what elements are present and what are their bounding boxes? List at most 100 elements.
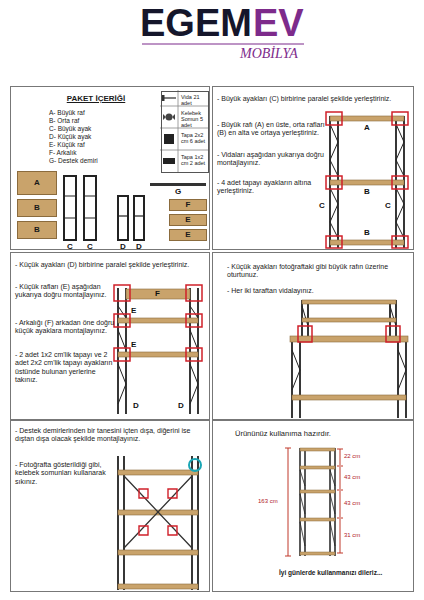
leg-rungs (64, 196, 76, 218)
part-letter: F (170, 200, 206, 210)
wing-nut-icon (166, 114, 173, 121)
part-board: E (169, 214, 207, 226)
part-letter: D (120, 243, 126, 251)
instruction-panel: - Büyük ayakları (C) birbirine paralel ş… (212, 86, 414, 250)
dimension-label: 43 cm (344, 474, 360, 480)
instruction-text: - Büyük rafı (A) en üste, orta rafları (… (217, 121, 327, 138)
shelf-board (300, 490, 335, 493)
leg-frame (118, 196, 128, 240)
section-heading: PAKET İÇERİĞİ (41, 94, 151, 104)
shelf-board (330, 180, 404, 185)
part-letter: B (18, 200, 56, 216)
parts-list-item: A- Büyük raf (49, 109, 161, 117)
leg-rungs (84, 196, 96, 218)
part-board: E (169, 229, 207, 241)
part-board: A (17, 171, 57, 195)
hardware-label: Kelebek Somun 5 adet (181, 110, 209, 128)
part-letter: D (136, 243, 142, 251)
instruction-text: - Destek demirlerinden bir tanesini içte… (15, 427, 207, 444)
leg-frame (84, 176, 96, 240)
shelf-board (330, 240, 404, 245)
parts-list-item: B- Orta raf (49, 117, 161, 125)
shelf-board (118, 470, 198, 475)
highlight-circle (189, 459, 201, 471)
highlight-box (114, 285, 202, 361)
part-letter: C (67, 243, 73, 251)
instruction-text: - Küçük ayakları fotoğraftaki gibi büyük… (227, 263, 407, 280)
part-letter: A (364, 124, 370, 132)
parts-list-item: F- Arkalık (49, 149, 161, 157)
shelf-board (330, 116, 404, 121)
table-grid (160, 90, 208, 172)
support-bar (150, 183, 206, 186)
instruction-panel: Ürününüz kullanıma hazırdır. İyi günlerde… (212, 420, 414, 592)
part-letter: B (364, 188, 370, 196)
part-letter: E (170, 230, 206, 240)
instruction-panel: - Küçük ayakları fotoğraftaki gibi büyük… (212, 252, 414, 420)
part-board: F (169, 199, 207, 211)
instruction-text: - Büyük ayakları (C) birbirine paralel ş… (217, 95, 409, 103)
hardware-label: Vida 21 adet (181, 94, 209, 106)
ready-text: Ürününüz kullanıma hazırdır. (235, 429, 405, 438)
hardware-label: Tapa 1x2 cm 2 adet (181, 154, 209, 166)
shelf-board (118, 550, 198, 555)
parts-list-item: E- Küçük raf (49, 141, 161, 149)
shelf-board (300, 552, 335, 555)
instruction-text: - Arkalığı (F) arkadan öne doğru küçük a… (15, 319, 115, 336)
highlight-box (298, 326, 400, 342)
shelf-board (118, 584, 198, 589)
shelf-board (300, 448, 335, 451)
dimension-label: 163 cm (258, 498, 278, 504)
shelf-board (290, 336, 408, 342)
instruction-text: - Her iki taraftan vidalayınız. (227, 287, 407, 295)
part-letter: B (364, 229, 370, 237)
logo-text: EV (253, 4, 304, 42)
screw-head (162, 95, 165, 101)
plug-icon (164, 134, 174, 144)
instruction-text: - 2 adet 1x2 cm'lik tapayı ve 2 adet 2x2… (15, 351, 115, 385)
screw-icon (164, 97, 176, 99)
hardware-label: Tapa 2x2 cm 6 adet (181, 132, 209, 144)
part-letter: C (385, 202, 391, 210)
part-letter: A (18, 172, 56, 194)
parts-list-item: D- Küçük ayak (49, 133, 161, 141)
part-letter: C (87, 243, 93, 251)
closing-text: İyi günlerde kullanmanızı dileriz... (279, 569, 413, 577)
part-letter: C (319, 202, 325, 210)
instruction-panel: - Küçük ayakları (D) birbirine paralel ş… (10, 252, 210, 420)
leg-frame (134, 196, 144, 240)
shelf-board (302, 318, 396, 322)
leg-rungs (118, 215, 128, 216)
part-letter: E (131, 307, 136, 315)
support-bars (124, 476, 192, 548)
shelf-board (300, 518, 335, 521)
part-board: B (17, 199, 57, 217)
logo-text: EGEM (140, 4, 252, 42)
part-letter: B (18, 222, 56, 238)
shelf-board (292, 395, 406, 400)
dimension-label: 22 cm (344, 453, 360, 459)
dimension-label: 31 cm (344, 532, 360, 538)
plug-icon (163, 158, 175, 164)
dimension-label: 43 cm (344, 500, 360, 506)
shelf-board (300, 466, 335, 469)
wing-nut-wings (163, 114, 175, 120)
leg-frame (118, 456, 198, 590)
parts-list-item: G- Destek demiri (49, 157, 161, 165)
leg-braces (330, 124, 404, 238)
part-letter: D (133, 402, 139, 410)
leg-frame (300, 448, 335, 556)
logo-subtitle: MOBİLYA (240, 47, 298, 61)
part-letter: E (170, 215, 206, 225)
instruction-text: - Fotoğrafta gösterildiği gibi, kelebek … (15, 461, 115, 486)
instruction-panel: - Destek demirlerinden bir tanesini içte… (10, 420, 210, 592)
part-letter: E (131, 341, 136, 349)
shelf-board (302, 300, 396, 304)
leg-frame (330, 116, 404, 248)
leg-rungs (134, 215, 144, 216)
part-letter: G (175, 188, 181, 196)
instruction-panel: PAKET İÇERİĞİ A- Büyük rafB- Orta rafC- B… (10, 86, 210, 250)
part-letter: D (178, 402, 184, 410)
parts-list-item: C- Büyük ayak (49, 125, 161, 133)
